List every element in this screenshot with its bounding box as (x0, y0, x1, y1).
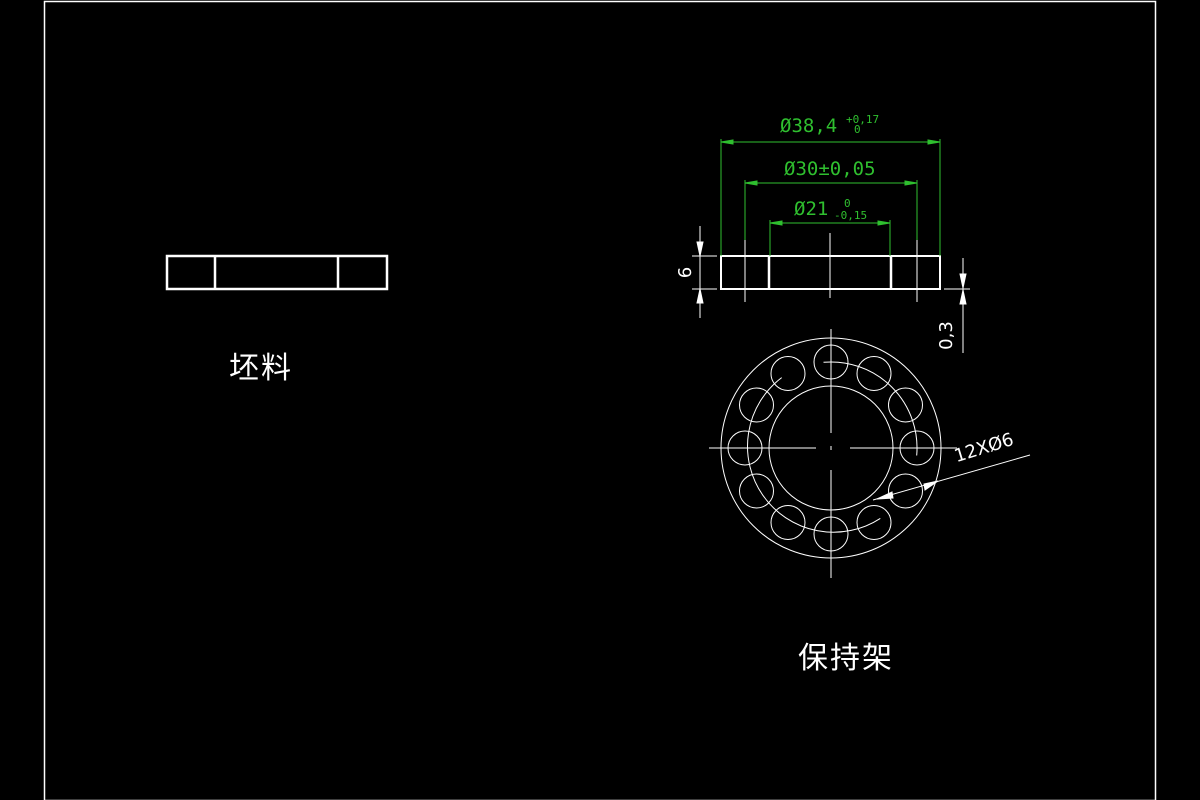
dim-thickness: 6 (675, 266, 697, 279)
dim-inner-upper-tol: 0 (844, 197, 851, 210)
ball-pocket (770, 356, 806, 391)
ball-pocket (856, 356, 892, 391)
thickness-dimension (692, 226, 717, 318)
dim-outer-upper-tol: +0,17 (846, 113, 880, 126)
pitch-circle-arc (747, 361, 918, 533)
blank-label: 坯料 (229, 351, 293, 386)
cage-diameter-dimensions (720, 139, 941, 256)
dim-outer-main: Ø38,4 (780, 115, 838, 137)
ball-pockets (727, 344, 935, 552)
ball-pocket (888, 473, 923, 509)
ball-pocket (856, 505, 892, 540)
dim-outer-lower-tol: 0 (854, 123, 861, 136)
dim-inner-main: Ø21 (794, 198, 829, 220)
cage-label: 保持架 (798, 641, 894, 676)
cage-top-view (709, 329, 957, 578)
dim-clearance: 0,3 (935, 321, 957, 350)
ball-pocket (739, 473, 774, 509)
drawing-frame (43, 0, 1157, 800)
ball-pocket (739, 387, 774, 423)
blank-side-view (165, 254, 389, 291)
dim-inner-lower-tol: -0,15 (834, 209, 868, 222)
cage-side-view (720, 233, 941, 302)
dim-pitch-diameter: Ø30±0,05 (784, 158, 876, 180)
clearance-dimension (944, 258, 970, 353)
holes-leader (872, 454, 1031, 501)
ball-pocket (770, 505, 806, 540)
ball-pocket (888, 387, 923, 423)
